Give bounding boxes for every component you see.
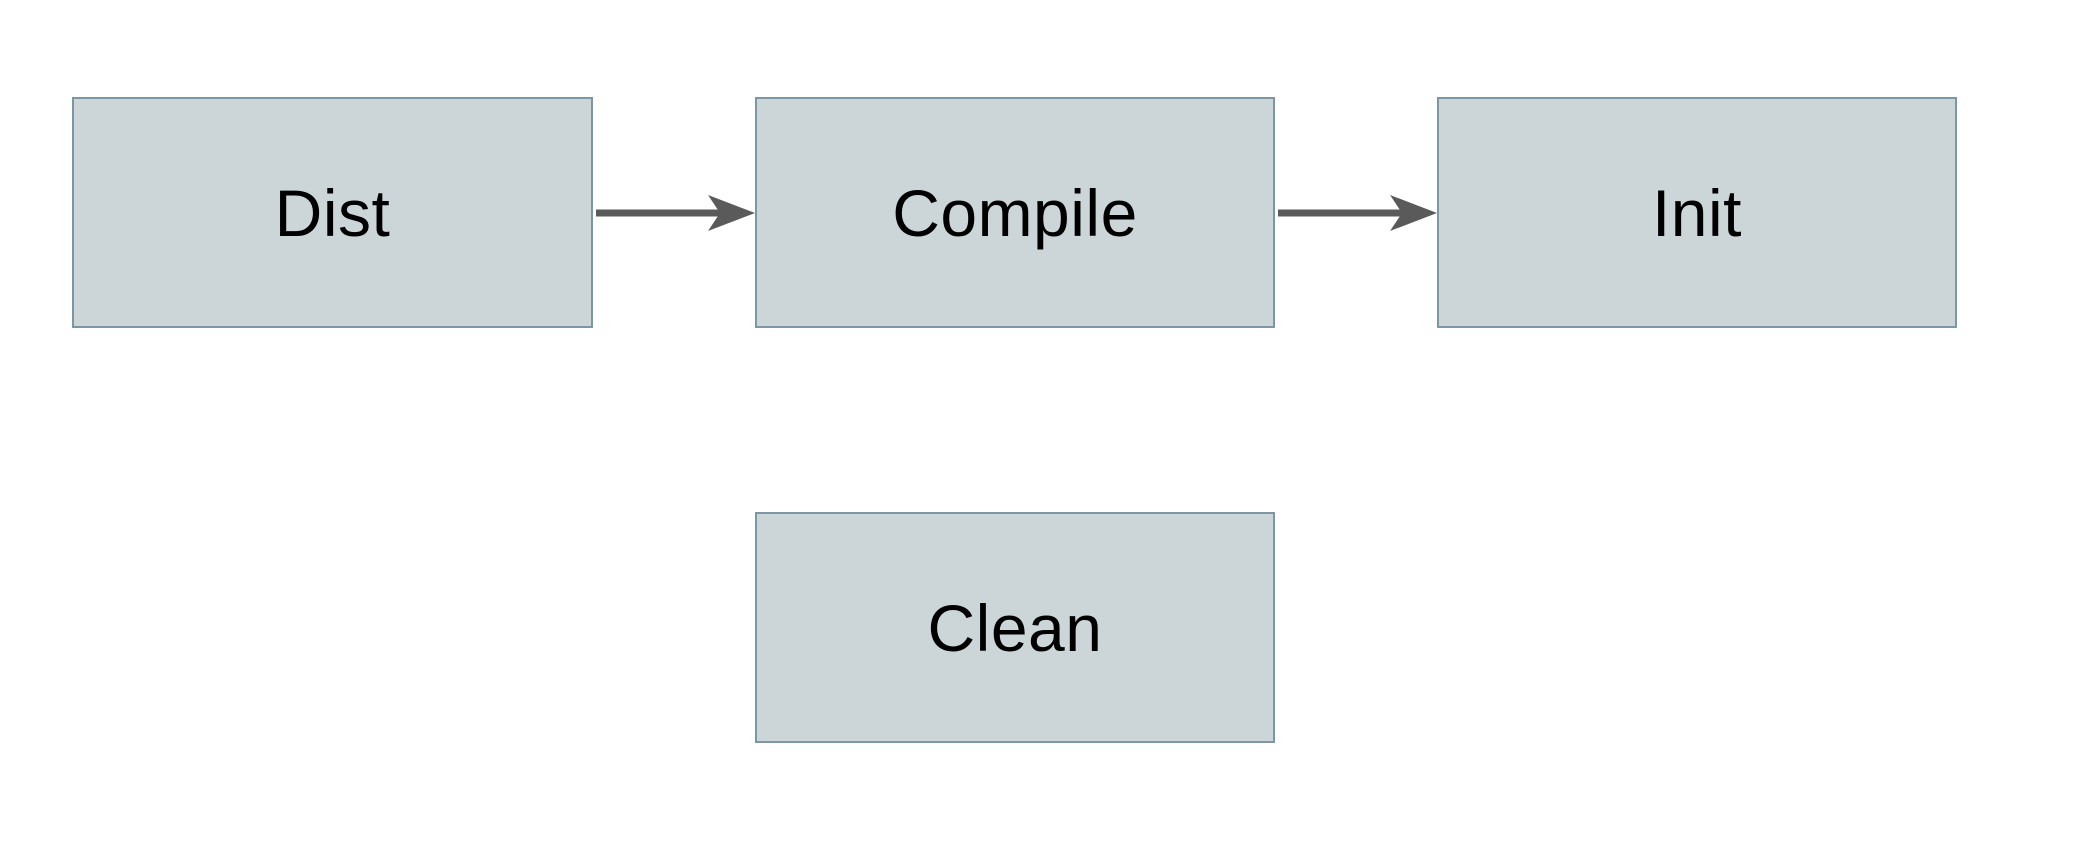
node-dist[interactable]: Dist: [72, 97, 593, 328]
node-init-label: Init: [1651, 175, 1743, 250]
node-dist-label: Dist: [274, 175, 391, 250]
node-clean-label: Clean: [927, 590, 1103, 665]
arrow-dist-to-compile-icon: [596, 195, 755, 231]
node-compile[interactable]: Compile: [755, 97, 1275, 328]
edge-compile-to-init[interactable]: [1278, 193, 1438, 233]
node-init[interactable]: Init: [1437, 97, 1957, 328]
node-clean[interactable]: Clean: [755, 512, 1275, 743]
arrow-compile-to-init-icon: [1278, 195, 1437, 231]
edge-dist-to-compile[interactable]: [596, 193, 756, 233]
node-compile-label: Compile: [892, 175, 1138, 250]
